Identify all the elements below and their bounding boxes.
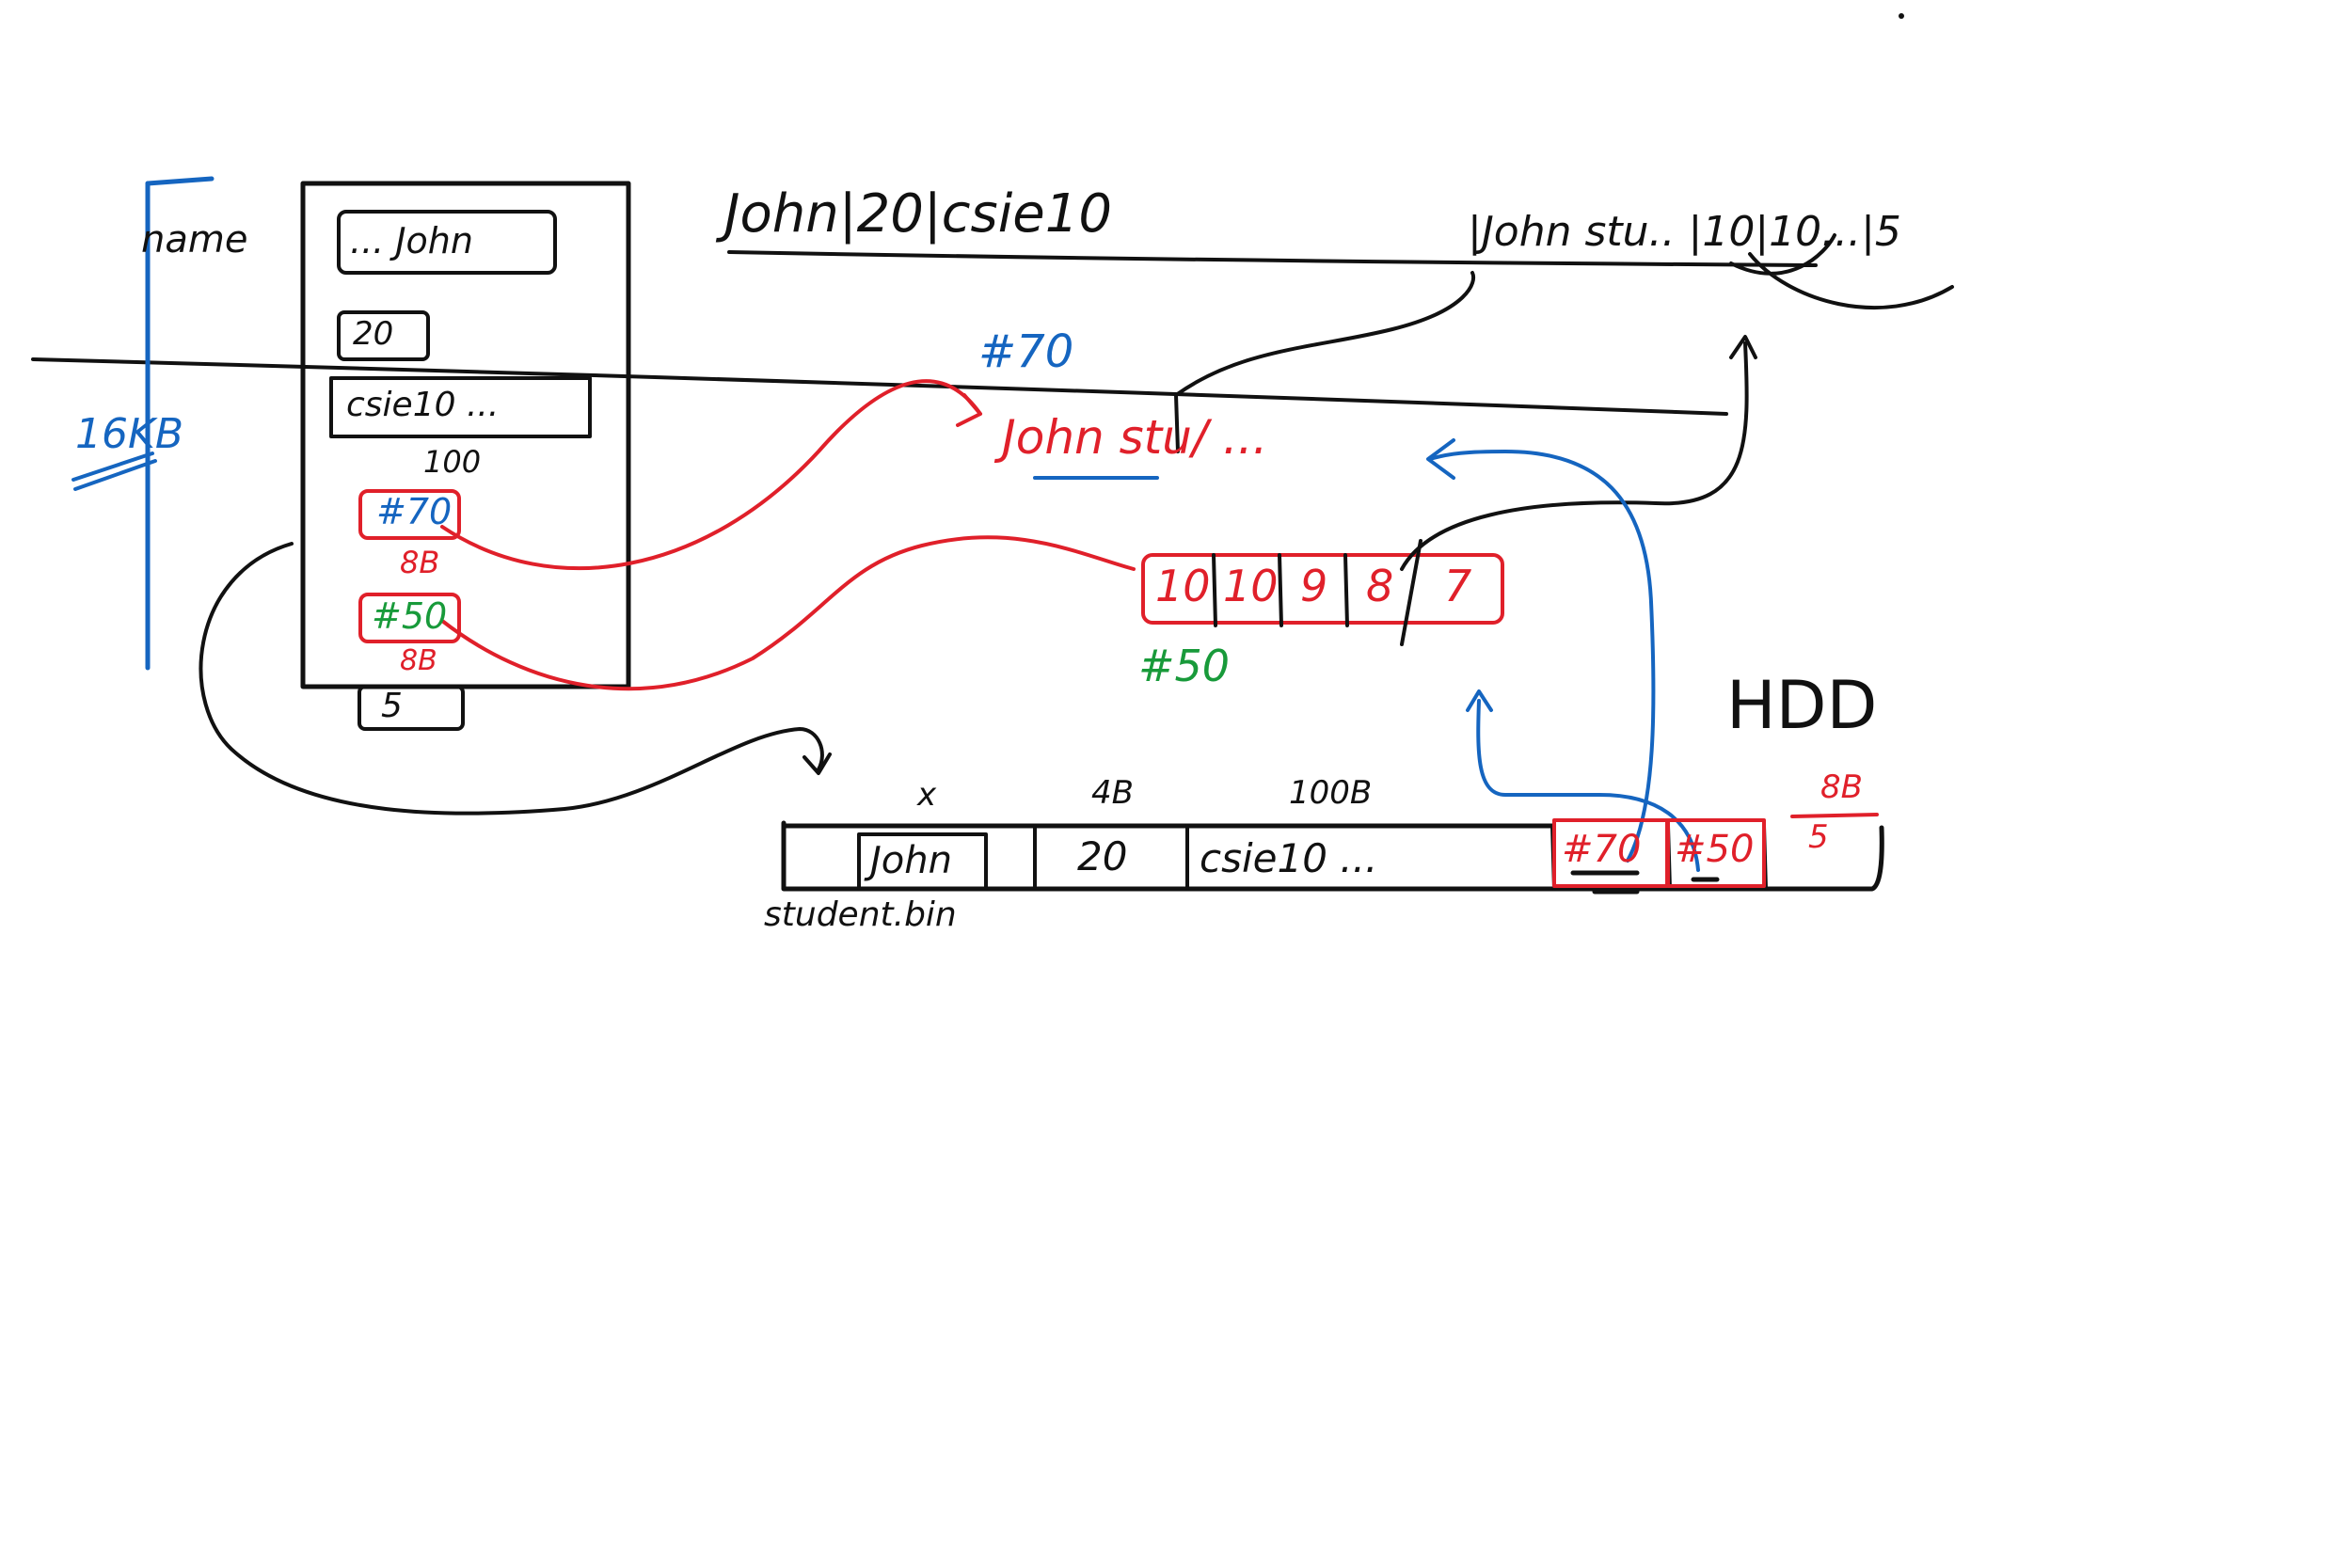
struct-dept-field: csie10 ... [346, 386, 500, 424]
file-age-cell-text: 20 [1077, 833, 1128, 879]
arrow-ptr2-to-array [440, 535, 1136, 691]
heap-string-divider [1174, 393, 1180, 453]
connector-right-loop [1729, 233, 1954, 309]
connector-struct-to-file-head [803, 752, 832, 775]
top-csv-line: John|20|csie10 [724, 183, 1112, 245]
arrow-file-ptr1-to-string [1428, 450, 1656, 863]
file-ptr1-cell-text: #70 [1562, 828, 1642, 871]
heap-array-addr: #50 [1138, 641, 1231, 691]
heap-array-cell: 10 [1223, 561, 1279, 611]
top-right-line: |John stu.. |10|10...|5 [1468, 208, 1901, 256]
file-record-dividers [1033, 824, 1768, 891]
disk-label: HDD [1726, 667, 1878, 744]
file-age-size: 4B [1091, 774, 1134, 812]
file-name-cell-text: John [870, 839, 952, 882]
file-tail-count: 5 [1808, 818, 1829, 856]
struct-age-field: 20 [353, 315, 394, 353]
file-ptr2-cell [1666, 818, 1766, 888]
stray-dot [1899, 13, 1904, 19]
file-tail-size: 8B [1820, 768, 1863, 806]
connector-string-to-top [1174, 271, 1475, 397]
divider-line-middle [31, 357, 1728, 416]
struct-ptr2-addr: #50 [372, 595, 448, 637]
struct-name-field: ... John [350, 220, 473, 261]
struct-name-field-box [337, 210, 557, 275]
file-x-marker: x [917, 776, 937, 814]
heap-array-cell: 9 [1300, 561, 1328, 611]
struct-side-label: name [141, 218, 248, 261]
connector-array-arrowhead [1729, 335, 1757, 359]
struct-ptr2-box [358, 593, 461, 643]
struct-age-field-box [337, 310, 430, 361]
file-tail-fraction-line [1790, 813, 1879, 818]
file-record-outline [781, 820, 1884, 892]
file-filename: student.bin [764, 895, 957, 934]
arrow-ptr1-to-string-head [956, 393, 982, 427]
connector-array-to-top [1400, 341, 1749, 571]
heap-array-cell: 8 [1366, 561, 1394, 611]
file-ptr2-cell-text: #50 [1675, 828, 1755, 871]
heap-array-cell: 7 [1444, 561, 1472, 611]
blue-vertical-tick [145, 176, 215, 186]
heap-array-cell: 10 [1155, 561, 1211, 611]
arrow-file-ptr2-to-array [1476, 699, 1700, 872]
arrow-file-ptr2-to-array-head [1466, 689, 1493, 712]
struct-count-field: 5 [381, 687, 403, 725]
blue-scale-strike [72, 451, 157, 491]
heap-array-box [1141, 553, 1504, 625]
divider-line-upper [727, 250, 1818, 267]
connector-struct-to-file [199, 542, 824, 816]
arrow-ptr1-to-string [440, 379, 982, 571]
heap-string-text: John stu/ ... [1002, 410, 1268, 465]
struct-count-box [358, 685, 465, 731]
struct-ptr1-box [358, 489, 461, 540]
struct-size-marker: 16KB [75, 410, 184, 458]
struct-ptr1-size: 8B [400, 545, 440, 580]
heap-string-addr: #70 [978, 325, 1074, 378]
file-name-cell [857, 832, 988, 891]
file-dept-size: 100B [1289, 774, 1373, 812]
file-dept-cell-text: csie10 ... [1200, 835, 1378, 881]
arrow-file-ptr1-to-string-head [1426, 438, 1455, 480]
struct-dept-size: 100 [423, 444, 482, 480]
struct-ptr1-addr: #70 [376, 491, 453, 532]
struct-dept-field-box [329, 376, 592, 438]
file-ptr-underlines [1570, 870, 1720, 895]
struct-box [300, 181, 631, 689]
heap-array-dividers [1212, 539, 1422, 646]
struct-ptr2-size: 8B [400, 644, 437, 677]
